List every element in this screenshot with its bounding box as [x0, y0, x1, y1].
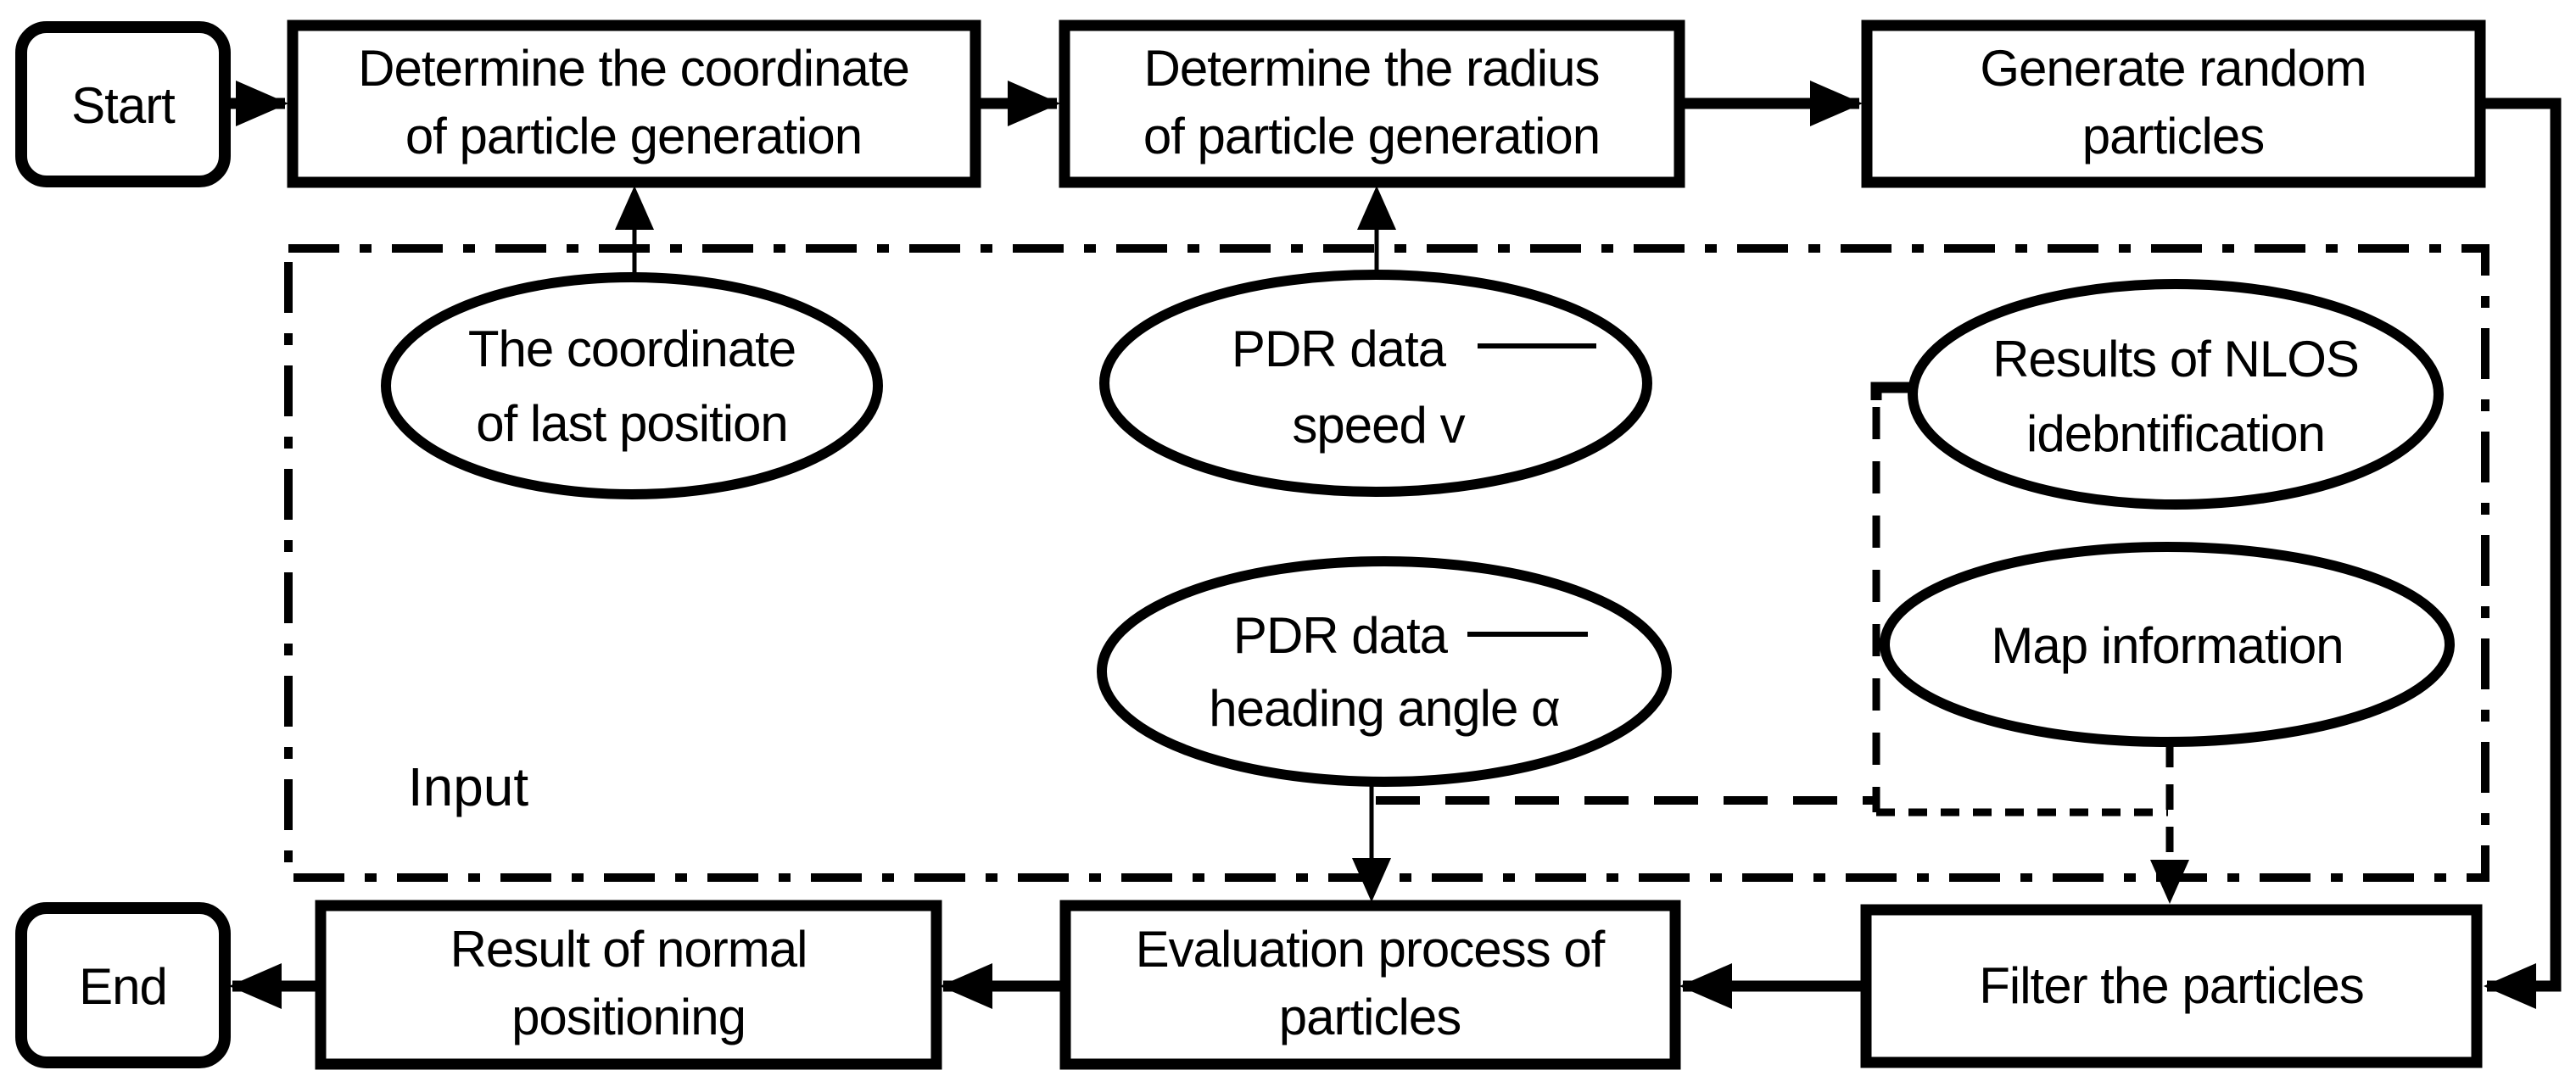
end-node	[15, 902, 231, 1068]
result-normal-label-line1: Result of normal	[450, 921, 807, 978]
end-label: End	[79, 958, 167, 1015]
input-region-label: Input	[408, 756, 529, 817]
map-information-label: Map information	[1991, 617, 2343, 674]
evaluation-process-label-line2: particles	[1279, 989, 1461, 1045]
determine-radius-label-line1: Determine the radius	[1144, 40, 1600, 97]
pdr-heading-ellipse	[1097, 556, 1672, 787]
evaluation-process-node	[1059, 900, 1681, 1070]
coordinate-last-position-label-line1: The coordinate	[468, 321, 796, 377]
determine-coordinate-label-line1: Determine the coordinate	[358, 40, 909, 97]
result-normal-label-line2: positioning	[511, 989, 746, 1045]
pdr-speed-ellipse	[1099, 270, 1652, 497]
nlos-connector-stub	[1870, 382, 1915, 400]
determine-coordinate-node	[287, 20, 981, 188]
coordinate-last-position-ellipse	[381, 272, 883, 499]
pdr-heading-label-line1: PDR data	[1233, 607, 1449, 664]
generate-particles-label-line1: Generate random	[1980, 40, 2366, 97]
result-normal-node	[315, 900, 942, 1070]
coordinate-last-position-label-line2: of last position	[476, 395, 788, 452]
filter-particles-node	[1860, 904, 2483, 1068]
generate-particles-node	[1861, 20, 2486, 188]
evaluation-process-label-line1: Evaluation process of	[1136, 921, 1606, 978]
pdr-speed-label-line2: speed v	[1292, 397, 1465, 454]
determine-coordinate-label-line2: of particle generation	[405, 108, 862, 164]
nlos-results-label-line1: Results of NLOS	[1992, 331, 2359, 387]
arrow-generate-to-filter	[2480, 98, 2562, 1009]
determine-radius-label-line2: of particle generation	[1143, 108, 1600, 164]
nlos-results-label-line2: idebntification	[2026, 405, 2325, 462]
start-label: Start	[71, 77, 176, 134]
nlos-results-ellipse	[1908, 279, 2444, 510]
input-region-border	[284, 244, 2489, 882]
pdr-speed-label-line1: PDR data	[1232, 321, 1447, 377]
generate-particles-label-line2: particles	[2082, 108, 2264, 164]
pdr-heading-label-line2: heading angle α	[1209, 680, 1559, 737]
filter-particles-label: Filter the particles	[1979, 957, 2364, 1014]
